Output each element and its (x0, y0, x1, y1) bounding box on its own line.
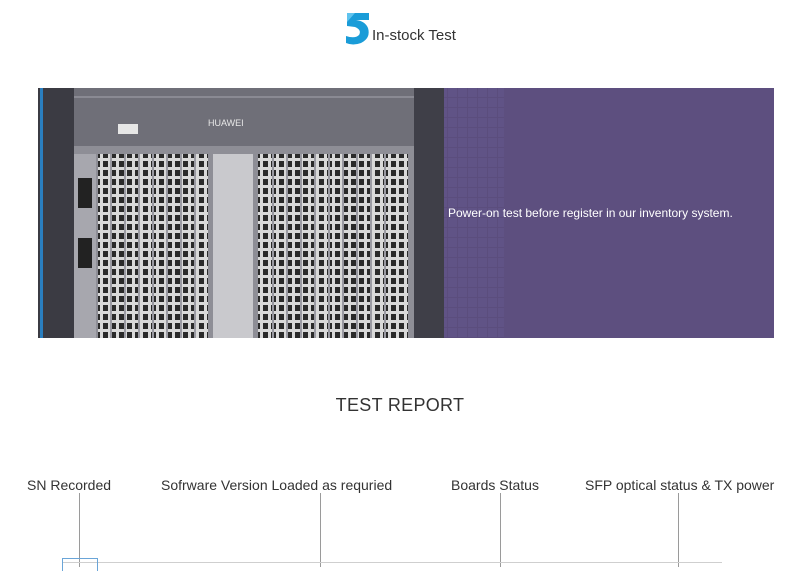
site-header: In-stock Test (0, 0, 800, 60)
chassis-brand: HUAWEI (208, 118, 244, 128)
step-software-version: Sofrware Version Loaded as requried (161, 477, 393, 493)
timeline-connector (678, 493, 679, 567)
rack-equipment-image: HUAWEI (38, 88, 774, 338)
timeline-connector (79, 493, 80, 567)
step-boards-status: Boards Status (451, 477, 539, 493)
banner-caption: Power-on test before register in our inv… (448, 206, 733, 220)
report-title: TEST REPORT (335, 395, 465, 415)
step-sfp-status: SFP optical status & TX power (585, 477, 775, 493)
timeline-connector (320, 493, 321, 567)
hero-banner: HUAWEI Power-on test before register in … (38, 88, 774, 338)
timeline-baseline (62, 562, 722, 563)
timeline-connector (500, 493, 501, 567)
page-title: In-stock Test (372, 27, 456, 44)
s-logo-icon[interactable] (343, 10, 375, 46)
step-sn-recorded: SN Recorded (27, 477, 112, 493)
timeline-marker (62, 558, 98, 571)
